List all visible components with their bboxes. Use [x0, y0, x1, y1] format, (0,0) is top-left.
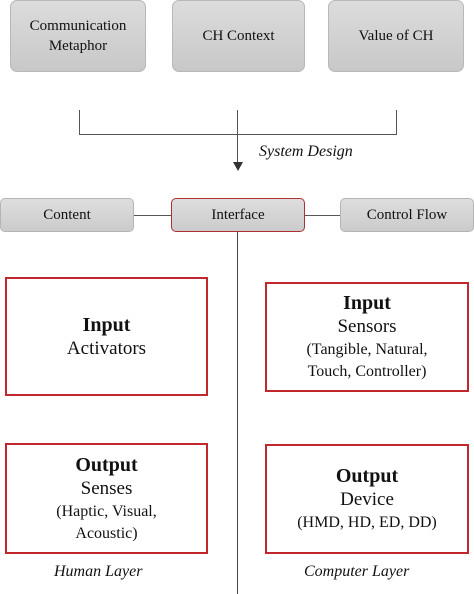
communication-metaphor-line-1: Communication [29, 18, 127, 34]
human-input-panel: Input Activators [5, 277, 208, 396]
computer-output-panel: Output Device (HMD, HD, ED, DD) [265, 444, 469, 554]
control-flow-label: Control Flow [366, 206, 448, 223]
content-interface-link [134, 215, 171, 216]
interface-box: Interface [171, 198, 305, 232]
interface-controlflow-link [305, 215, 340, 216]
human-output-panel: Output Senses (Haptic, Visual, Acoustic) [5, 443, 208, 554]
human-layer-label: Human Layer [54, 563, 143, 580]
human-output-senses: Senses [80, 477, 133, 499]
computer-input-panel: Input Sensors (Tangible, Natural, Touch,… [265, 282, 469, 392]
ch-context-label: CH Context [202, 28, 275, 44]
content-box: Content [0, 198, 134, 232]
arrow-head-icon [233, 162, 243, 171]
connector-center-drop [237, 110, 238, 135]
control-flow-box: Control Flow [340, 198, 474, 232]
content-label: Content [43, 206, 91, 223]
connector-left-drop [79, 110, 80, 135]
computer-output-heading: Output [335, 465, 399, 487]
interface-label: Interface [211, 206, 265, 223]
computer-input-detail-1: (Tangible, Natural, [306, 341, 428, 358]
computer-input-sensors: Sensors [337, 316, 397, 337]
human-output-detail-1: (Haptic, Visual, [56, 502, 157, 520]
value-of-ch-box: Value of CH [328, 0, 464, 72]
connector-right-drop [396, 110, 397, 135]
computer-layer-label: Computer Layer [304, 563, 410, 580]
ch-context-box: CH Context [172, 0, 305, 72]
communication-metaphor-line-2: Metaphor [48, 38, 108, 54]
communication-metaphor-box: Communication Metaphor [10, 0, 146, 72]
computer-output-detail-1: (HMD, HD, ED, DD) [297, 514, 437, 531]
human-output-heading: Output [75, 453, 138, 476]
computer-input-heading: Input [343, 292, 391, 314]
human-output-detail-2: Acoustic) [75, 524, 138, 542]
arrow-shaft [237, 134, 238, 164]
system-design-label: System Design [259, 143, 353, 160]
connector-horizontal [79, 134, 397, 135]
human-input-activators: Activators [66, 337, 147, 359]
value-of-ch-label: Value of CH [358, 28, 434, 44]
computer-output-device: Device [340, 489, 394, 510]
human-input-heading: Input [82, 313, 131, 336]
computer-input-detail-2: Touch, Controller) [307, 363, 427, 380]
layer-divider [237, 232, 238, 594]
